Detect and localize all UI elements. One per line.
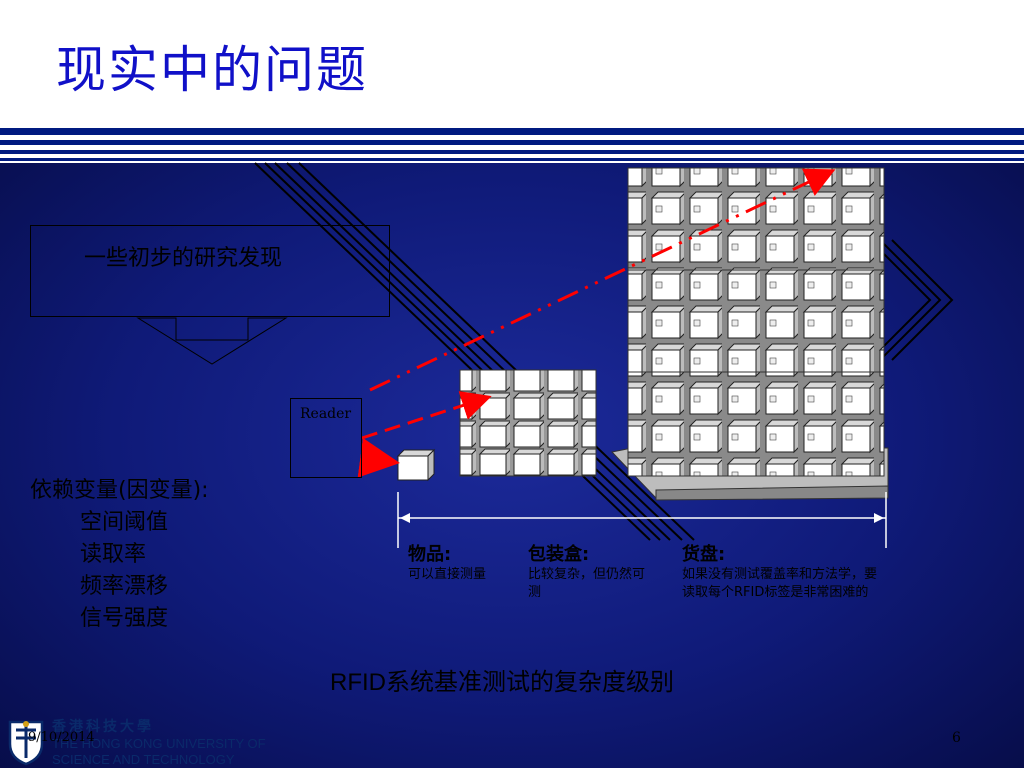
category-item: 物品: 可以直接测量	[408, 540, 520, 584]
category-box-desc: 比较复杂，但仍然可测	[528, 567, 646, 600]
item-box	[396, 448, 436, 482]
category-item-title: 物品:	[408, 544, 452, 565]
dependent-variables: 依赖变量(因变量): 空间阈值 读取率 频率漂移 信号强度	[30, 475, 209, 635]
pallet-stack	[611, 167, 889, 501]
category-box-title: 包装盒:	[528, 544, 590, 565]
category-box: 包装盒: 比较复杂，但仍然可测	[528, 540, 652, 602]
logo-english-line2: SCIENCE AND TECHNOLOGY	[52, 752, 235, 767]
footer-caption: RFID系统基准测试的复杂度级别	[330, 669, 674, 696]
university-logo: 香港科技大學 THE HONG KONG UNIVERSITY OF SCIEN…	[6, 716, 276, 768]
category-pallet-desc: 如果没有测试覆盖率和方法学，要读取每个RFID标签是非常困难的	[682, 567, 878, 600]
logo-chinese: 香港科技大學	[52, 719, 154, 735]
category-item-desc: 可以直接测量	[408, 567, 487, 582]
crest-icon	[8, 720, 44, 766]
range-bracket	[397, 492, 887, 548]
findings-box	[30, 225, 390, 317]
title-rule	[0, 150, 1024, 154]
item-read-arrow	[357, 437, 400, 478]
reader-box	[290, 398, 362, 478]
slide-title: 现实中的问题	[56, 41, 368, 99]
category-pallet: 货盘: 如果没有测试覆盖率和方法学，要读取每个RFID标签是非常困难的	[682, 540, 878, 602]
title-rule	[0, 158, 1024, 161]
category-pallet-title: 货盘:	[682, 544, 726, 565]
logo-english-line1: THE HONG KONG UNIVERSITY OF	[52, 736, 266, 751]
dependent-variable-item: 频率漂移	[80, 574, 169, 599]
reader-label: Reader	[300, 406, 352, 422]
findings-label: 一些初步的研究发现	[84, 246, 283, 271]
box-stack	[459, 369, 597, 477]
dependent-variable-item: 读取率	[80, 542, 147, 567]
dependent-variable-item: 信号强度	[80, 606, 169, 631]
down-arrow-shape	[136, 317, 288, 365]
dependent-variable-item: 空间阈值	[80, 510, 169, 535]
dependent-variables-heading: 依赖变量(因变量):	[30, 478, 209, 503]
title-rule	[0, 140, 1024, 145]
slide-date: 9/10/2014	[28, 730, 95, 745]
title-rule	[0, 128, 1024, 135]
pallet-read-arrow	[369, 168, 836, 392]
box-read-arrow	[361, 391, 492, 440]
page-number: 6	[952, 730, 961, 746]
